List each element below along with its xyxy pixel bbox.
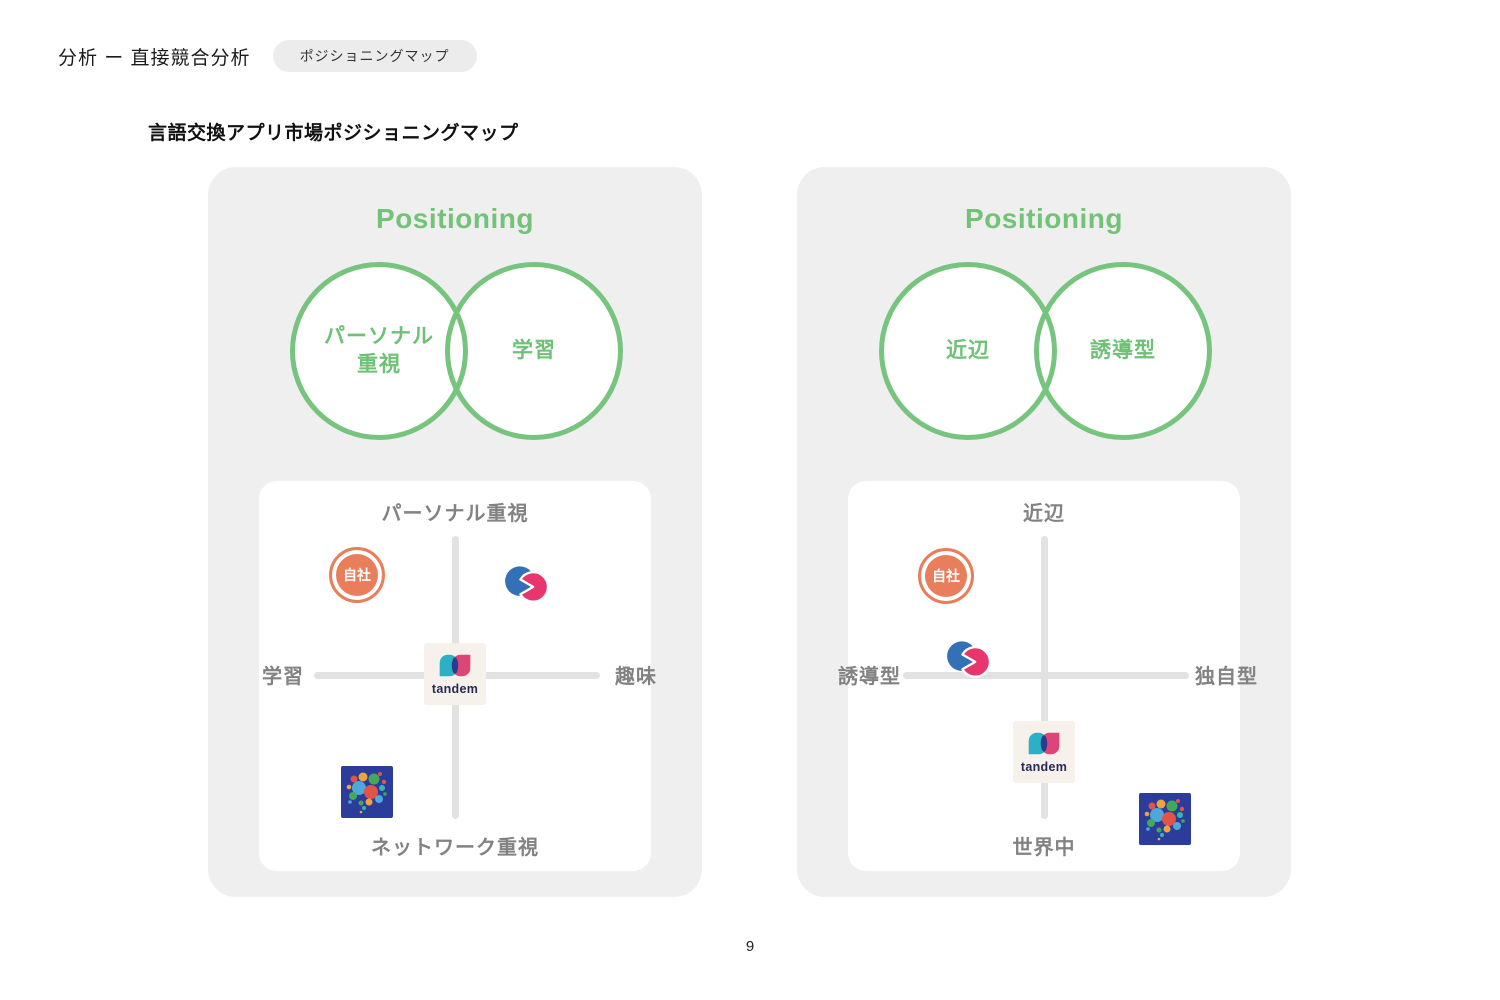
own-company-label: 自社 — [343, 567, 371, 583]
axis-label-top: 近辺 — [1023, 503, 1065, 525]
panel-title: Positioning — [965, 203, 1123, 234]
header-badge: ポジショニングマップ — [272, 40, 477, 72]
positioning-map: パーソナル重視 学習 趣味 ネットワーク重視 自社 tandem — [259, 481, 656, 871]
tandem-wordmark: tandem — [1020, 760, 1068, 774]
blue-pink-circles-logo-icon — [505, 566, 550, 603]
venn-label-left: パーソナル 重視 — [324, 324, 434, 376]
venn-circle-right: 誘導型 — [1034, 262, 1212, 440]
tandem-wordmark: tandem — [431, 682, 479, 696]
blue-pink-circles-logo-icon — [947, 641, 992, 678]
panel-title: Positioning — [376, 203, 534, 234]
axis-label-top: パーソナル重視 — [381, 503, 529, 525]
axis-label-left: 誘導型 — [838, 666, 901, 688]
venn-circle-left: パーソナル 重視 — [290, 262, 468, 440]
tandem-marker: tandem — [424, 643, 486, 705]
axis-label-right: 趣味 — [615, 666, 657, 688]
page-number: 9 — [745, 938, 755, 955]
tandem-marker: tandem — [1013, 721, 1075, 783]
positioning-map: 近辺 誘導型 独自型 世界中 自社 tandem — [838, 481, 1257, 871]
hellotalk-logo-icon — [1139, 793, 1191, 845]
axis-label-right: 独自型 — [1195, 666, 1258, 688]
own-company-marker: 自社 — [918, 548, 974, 604]
own-company-label: 自社 — [932, 568, 960, 584]
venn-label-right: 誘導型 — [1090, 338, 1156, 362]
hellotalk-logo-icon — [341, 766, 393, 818]
axis-label-bottom: ネットワーク重視 — [371, 837, 539, 859]
axis-label-bottom: 世界中 — [1012, 837, 1076, 859]
axis-label-left: 学習 — [262, 666, 304, 688]
positioning-panel-left: Positioning パーソナル 重視 学習 パーソナル重視 学習 趣味 ネッ… — [208, 167, 702, 897]
venn-circle-right: 学習 — [445, 262, 623, 440]
own-company-marker: 自社 — [329, 547, 385, 603]
horizontal-axis — [903, 671, 1189, 679]
venn-label-left: 近辺 — [946, 338, 990, 362]
venn-circle-left: 近辺 — [879, 262, 1057, 440]
tandem-logo-icon — [1028, 732, 1060, 755]
positioning-panel-right: Positioning 近辺 誘導型 近辺 誘導型 独自型 世界中 自社 — [797, 167, 1291, 897]
header-title: 分析 ー 直接競合分析 — [58, 47, 251, 69]
header: 分析 ー 直接競合分析 ポジショニングマップ — [58, 40, 477, 72]
page-title: 言語交換アプリ市場ポジショニングマップ — [148, 123, 519, 144]
tandem-logo-icon — [439, 654, 471, 677]
venn-label-right: 学習 — [512, 338, 556, 362]
